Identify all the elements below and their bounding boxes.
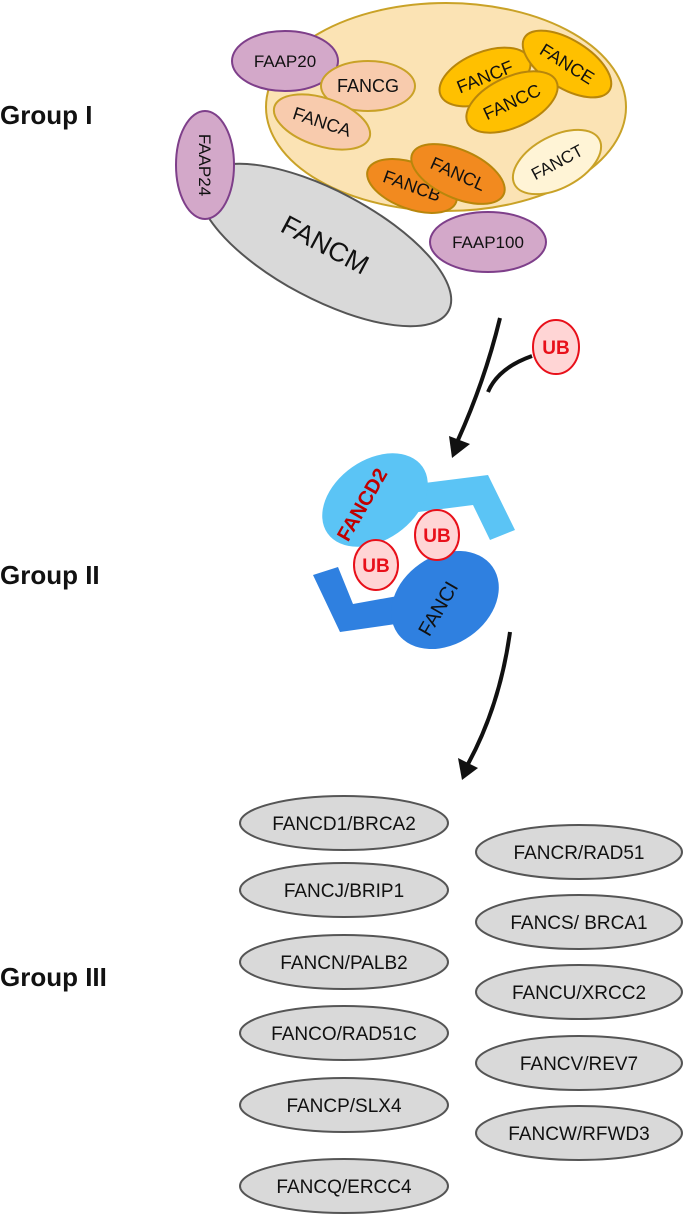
protein-label: FANCW/RFWD3	[508, 1124, 649, 1145]
protein-label: FANCU/XRCC2	[512, 983, 646, 1004]
protein-right-3: FANCV/REV7	[475, 1035, 683, 1091]
protein-ellipse	[475, 964, 683, 1020]
ub-free-icon: UB	[532, 319, 580, 375]
fancc-protein: FANCC	[465, 70, 559, 134]
protein-ellipse	[239, 862, 449, 918]
group-i-complex: FANCM FAAP24 FAAP20 FANCG FANCA FANCF	[175, 2, 627, 328]
protein-ellipse	[475, 894, 683, 950]
protein-ellipse	[239, 795, 449, 851]
protein-label: FANCV/REV7	[520, 1054, 638, 1075]
protein-ellipse	[239, 934, 449, 990]
faap24-label: FAAP24	[195, 134, 214, 196]
protein-right-0: FANCR/RAD51	[475, 824, 683, 880]
arrow-head-2	[458, 758, 478, 780]
protein-right-1: FANCS/ BRCA1	[475, 894, 683, 950]
protein-left-4: FANCP/SLX4	[239, 1077, 449, 1133]
protein-label: FANCS/ BRCA1	[510, 913, 647, 934]
protein-left-1: FANCJ/BRIP1	[239, 862, 449, 918]
arrow-head-1	[449, 436, 470, 458]
protein-ellipse	[239, 1005, 449, 1061]
group-iii-left-column: FANCD1/BRCA2FANCJ/BRIP1FANCN/PALB2FANCO/…	[239, 795, 449, 1214]
fancm-protein: FANCM	[197, 162, 453, 328]
faap20-label: FAAP20	[254, 52, 316, 71]
ub-fanci-label: UB	[362, 556, 389, 577]
protein-ellipse	[239, 1077, 449, 1133]
protein-ellipse	[239, 1158, 449, 1214]
arrow-shaft-1	[456, 317, 502, 441]
protein-left-2: FANCN/PALB2	[239, 934, 449, 990]
downstream-arrow	[458, 631, 512, 780]
fanca-protein: FANCA	[272, 93, 372, 151]
protein-right-4: FANCW/RFWD3	[475, 1105, 683, 1161]
arrow-shaft-2	[466, 631, 512, 765]
ub-fanci-icon: UB	[353, 539, 399, 591]
faap100-label: FAAP100	[452, 233, 524, 252]
ub-free-label: UB	[542, 338, 569, 359]
protein-left-5: FANCQ/ERCC4	[239, 1158, 449, 1214]
fanct-protein: FANCT	[511, 128, 603, 196]
faap100-protein: FAAP100	[429, 211, 547, 273]
protein-left-3: FANCO/RAD51C	[239, 1005, 449, 1061]
faap20-protein: FAAP20	[231, 30, 339, 92]
protein-ellipse	[475, 1105, 683, 1161]
fancd2-protein	[322, 453, 428, 547]
group-iii-label: Group III	[0, 962, 107, 992]
group-i-label: Group I	[0, 100, 93, 130]
ub-fancd2-icon: UB	[414, 509, 460, 561]
ub-branch	[486, 354, 533, 393]
protein-label: FANCN/PALB2	[280, 953, 407, 974]
ubiquitination-arrow: UB	[449, 317, 580, 458]
fancg-label: FANCG	[337, 76, 399, 96]
fancl-protein: FANCL	[410, 143, 506, 205]
protein-label: FANCQ/ERCC4	[276, 1177, 412, 1198]
ub-fancd2-label: UB	[423, 526, 450, 547]
protein-label: FANCP/SLX4	[286, 1096, 402, 1117]
protein-label: FANCR/RAD51	[514, 843, 645, 864]
protein-right-2: FANCU/XRCC2	[475, 964, 683, 1020]
protein-ellipse	[475, 824, 683, 880]
protein-label: FANCJ/BRIP1	[284, 881, 404, 902]
protein-ellipse	[475, 1035, 683, 1091]
protein-label: FANCO/RAD51C	[271, 1024, 417, 1045]
fanci-protein	[391, 550, 499, 650]
group-ii-complex: FANCD2 FANCI UB UB	[313, 453, 515, 650]
faap24-protein: FAAP24	[175, 110, 235, 220]
protein-label: FANCD1/BRCA2	[272, 814, 416, 835]
fancg-protein: FANCG	[320, 60, 416, 112]
group-ii-label: Group II	[0, 560, 100, 590]
protein-left-0: FANCD1/BRCA2	[239, 795, 449, 851]
